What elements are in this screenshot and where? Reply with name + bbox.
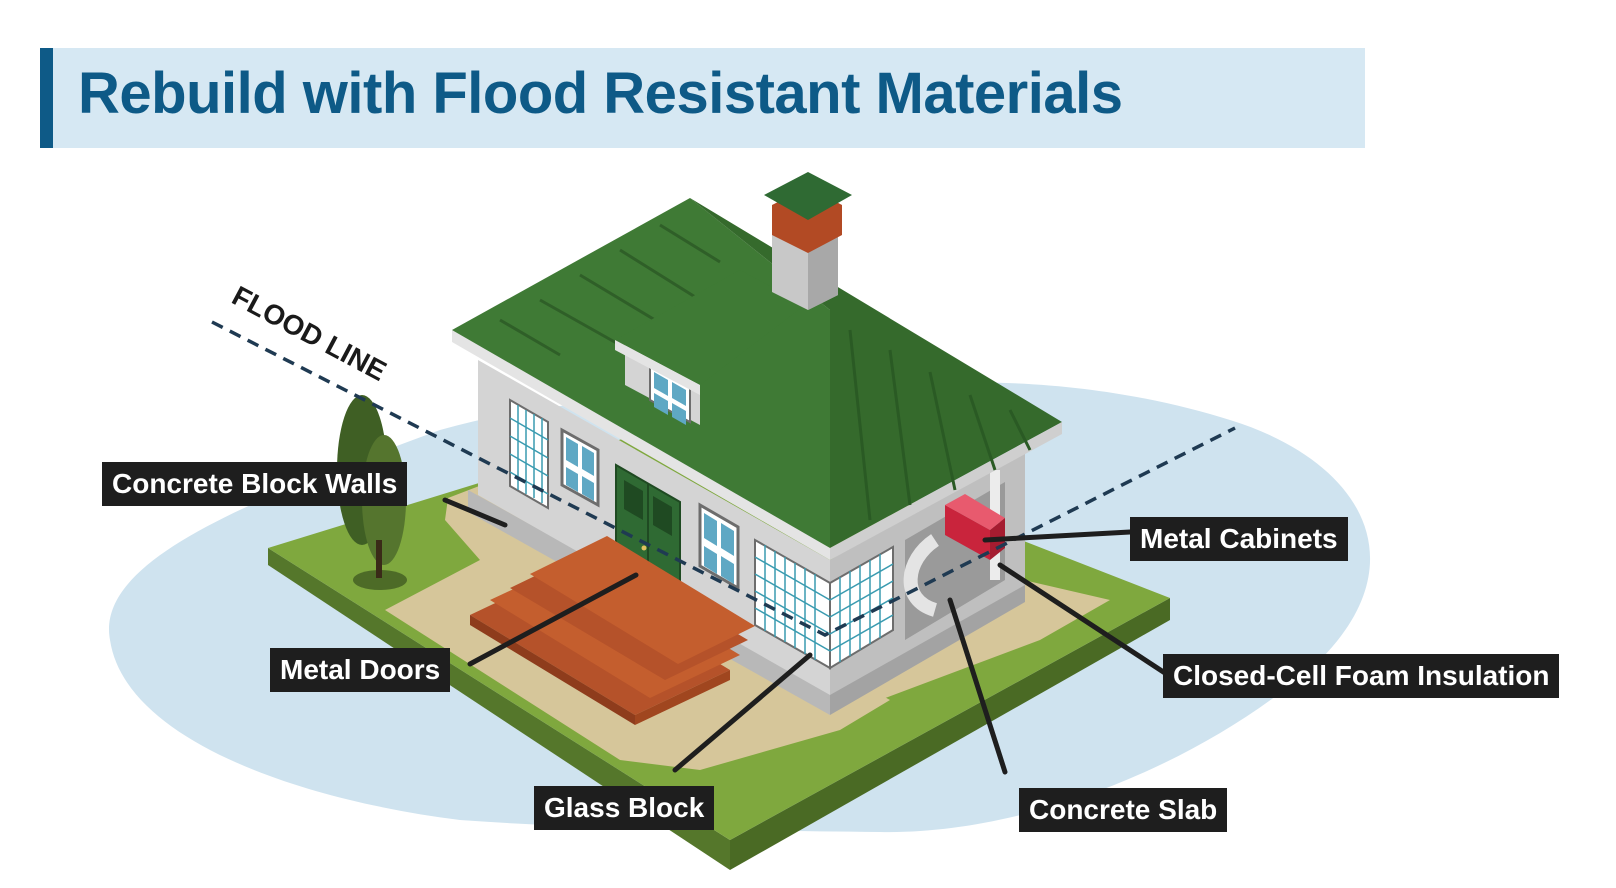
leader-closed-cell-foam xyxy=(997,562,1171,678)
roof xyxy=(452,172,1062,560)
label-glass-block: Glass Block xyxy=(534,786,715,830)
leader-metal-doors xyxy=(467,572,639,667)
label-concrete-block-walls: Concrete Block Walls xyxy=(102,462,408,506)
title-accent-bar xyxy=(40,48,53,148)
glass-block-wall xyxy=(754,538,894,670)
label-metal-cabinets: Metal Cabinets xyxy=(1130,517,1348,561)
leader-concrete-slab xyxy=(947,597,1008,775)
leader-lines xyxy=(442,497,1171,775)
leader-concrete-block-walls xyxy=(442,497,508,528)
label-metal-doors: Metal Doors xyxy=(270,648,451,692)
flood-line xyxy=(211,320,1236,637)
window-left xyxy=(509,398,549,510)
page-title: Rebuild with Flood Resistant Materials xyxy=(78,61,1123,126)
window-front-1 xyxy=(560,427,600,508)
foam-insulation xyxy=(903,534,940,617)
label-concrete-slab: Concrete Slab xyxy=(1019,788,1228,832)
window-front-2 xyxy=(698,502,740,591)
label-closed-cell-foam: Closed-Cell Foam Insulation xyxy=(1163,654,1560,698)
leader-metal-cabinets xyxy=(982,529,1133,543)
leader-glass-block xyxy=(672,652,813,773)
title-banner: Rebuild with Flood Resistant Materials xyxy=(40,48,1365,148)
